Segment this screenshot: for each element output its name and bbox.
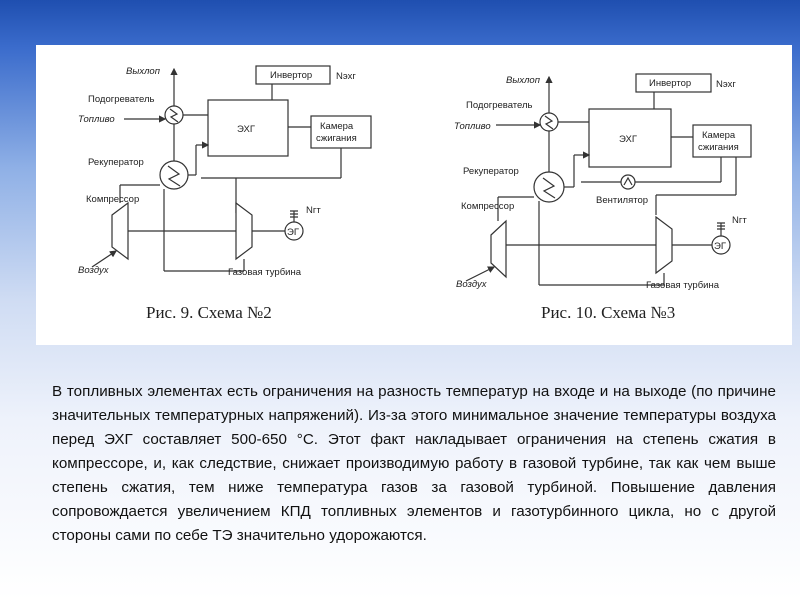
label-exhaust-r: Выхлоп: [506, 75, 541, 86]
turbine-shape: [235, 201, 253, 261]
label-heater-r: Подогреватель: [466, 100, 533, 111]
caption-fig9: Рис. 9. Схема №2: [146, 303, 272, 322]
inverter-box-r: [635, 73, 712, 93]
label-fuel-r: Топливо: [454, 121, 491, 132]
label-inverter-r: Инвертор: [649, 78, 691, 89]
label-eg-r: ЭГ: [714, 241, 726, 252]
recuperator-zigzag: [167, 165, 181, 187]
recuperator-symbol-r: [533, 171, 565, 203]
label-gas-turbine-r: Газовая турбина: [646, 280, 720, 291]
label-heater: Подогреватель: [88, 94, 155, 105]
caption-fig10: Рис. 10. Схема №3: [541, 303, 675, 322]
ekhg-box-r: [588, 108, 672, 168]
label-n-gt-r: Nгт: [732, 215, 747, 226]
label-eg: ЭГ: [287, 227, 299, 238]
compressor-shape-r: [490, 219, 507, 279]
label-n-gt: Nгт: [306, 205, 321, 216]
ekhg-box: [207, 99, 289, 157]
figure-panel: Выхлоп Подогреватель Топливо Рекуператор…: [36, 45, 792, 345]
inverter-box: [255, 65, 331, 85]
label-fan-r: Вентилятор: [596, 195, 648, 206]
heater-zigzag-r: [544, 115, 554, 130]
air-arrow-r: [465, 266, 496, 282]
label-gas-turbine: Газовая турбина: [228, 267, 302, 278]
label-recuperator-r: Рекуператор: [463, 166, 519, 177]
turbine-shape-r: [655, 215, 673, 275]
label-air-r: Воздух: [456, 279, 488, 290]
label-n-ekhg: Nэхг: [336, 71, 356, 82]
scheme-3: Выхлоп Подогреватель Топливо Рекуператор…: [454, 73, 752, 322]
label-ekhg-r: ЭХГ: [619, 134, 637, 145]
label-air: Воздух: [78, 265, 110, 276]
label-chamber-2: сжигания: [316, 133, 357, 144]
fan-blade: [623, 176, 633, 186]
chamber-box-r: [692, 124, 752, 158]
compressor-shape: [111, 201, 129, 261]
schemes-svg: Выхлоп Подогреватель Топливо Рекуператор…: [78, 65, 752, 322]
label-fuel: Топливо: [78, 114, 115, 125]
label-ekhg: ЭХГ: [237, 124, 255, 135]
ngt-ground-r: [717, 222, 725, 230]
ngt-ground: [290, 210, 298, 218]
heater-zigzag: [169, 108, 179, 123]
label-inverter: Инвертор: [270, 70, 312, 81]
label-compressor: Компрессор: [86, 194, 139, 205]
recuperator-zigzag-r: [542, 177, 556, 199]
label-compressor-r: Компрессор: [461, 201, 514, 212]
air-arrow: [91, 250, 117, 268]
label-chamber-1-r: Камера: [702, 130, 736, 141]
recuperator-symbol: [159, 160, 189, 190]
label-exhaust: Выхлоп: [126, 66, 161, 77]
chamber-box: [310, 115, 372, 149]
label-n-ekhg-r: Nэхг: [716, 79, 736, 90]
body-paragraph: В топливных элементах есть ограничения н…: [52, 383, 776, 544]
label-recuperator: Рекуператор: [88, 157, 144, 168]
scheme-2: Выхлоп Подогреватель Топливо Рекуператор…: [78, 65, 372, 322]
label-chamber-2-r: сжигания: [698, 142, 739, 153]
label-chamber-1: Камера: [320, 121, 354, 132]
